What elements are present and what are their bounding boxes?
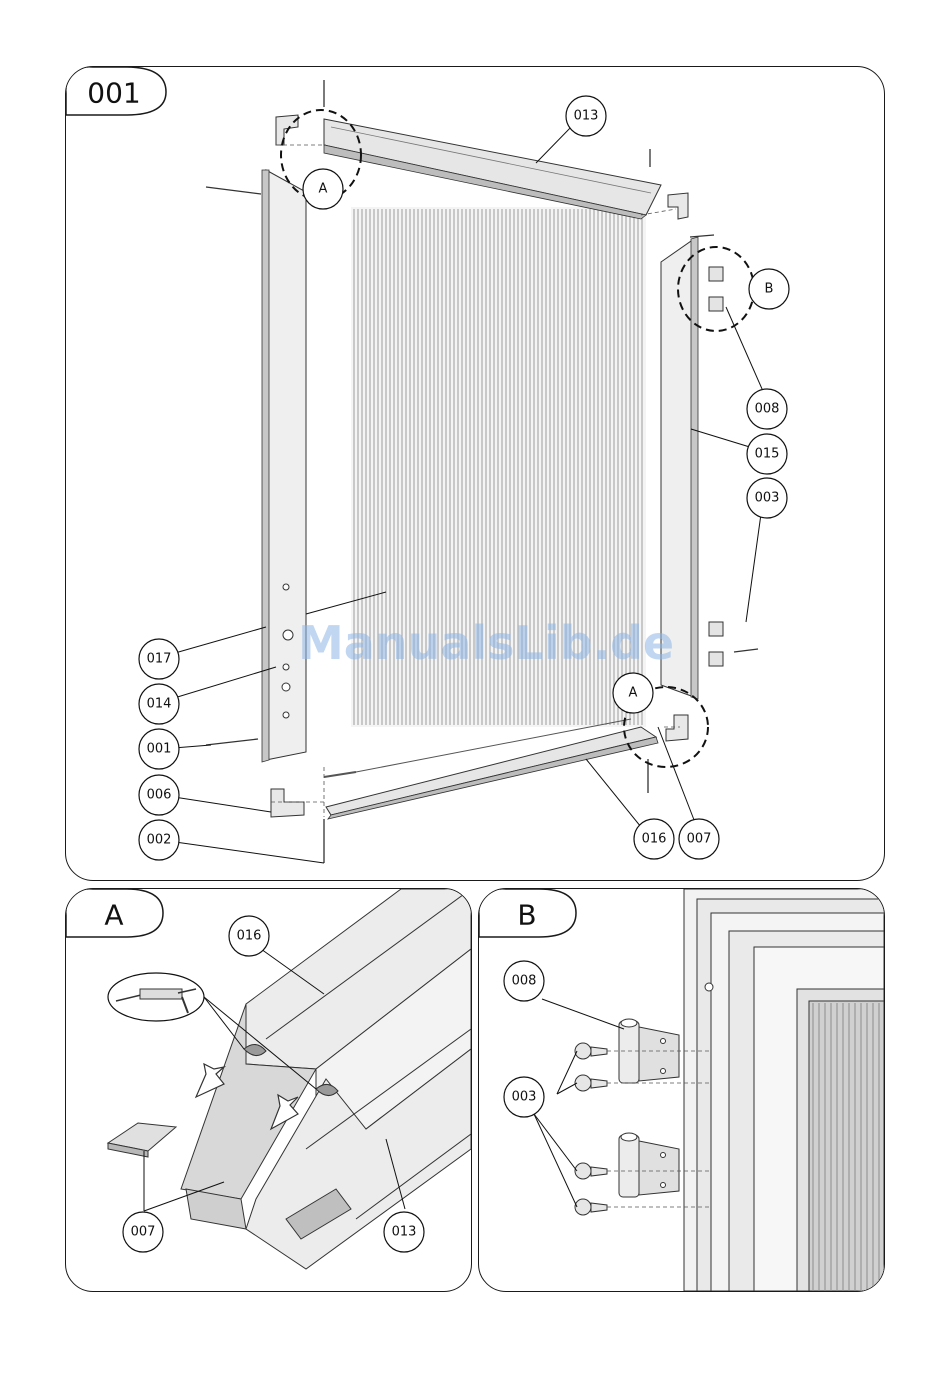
detail-b-drawing: B: [479, 889, 884, 1291]
svg-text:016: 016: [237, 929, 262, 944]
callout-014: 014: [139, 684, 179, 724]
detail-b-panel: B: [478, 888, 885, 1292]
svg-text:A: A: [319, 182, 328, 197]
callout-013: 013: [566, 96, 606, 136]
panel-title-a: A: [104, 899, 123, 932]
callout-a-bottom: A: [613, 673, 653, 713]
callout-017: 017: [139, 639, 179, 679]
profile-extrusions: [181, 889, 471, 1269]
svg-text:017: 017: [147, 652, 172, 667]
bottom-profile-016: [324, 719, 658, 819]
svg-text:013: 013: [574, 109, 599, 124]
callout-006: 006: [139, 775, 179, 815]
callout-a-top: A: [303, 169, 343, 209]
callout-016: 016: [634, 819, 674, 859]
svg-text:015: 015: [755, 447, 780, 462]
panel-title-b: B: [517, 899, 536, 932]
svg-text:016: 016: [642, 832, 667, 847]
svg-text:A: A: [629, 686, 638, 701]
top-profile-013: [324, 119, 661, 219]
main-assembly-drawing: 001: [66, 67, 884, 880]
callout-007: 007: [679, 819, 719, 859]
svg-text:007: 007: [687, 832, 712, 847]
frame-corner: [684, 889, 884, 1291]
watermark: ManualsLib.de: [298, 616, 674, 670]
svg-text:001: 001: [147, 742, 172, 757]
corner-plate-007: [108, 1123, 176, 1157]
screws-003: [575, 1043, 607, 1215]
detail-a-drawing: A: [66, 889, 471, 1291]
svg-text:008: 008: [755, 402, 780, 417]
a-callout-007: 007: [123, 1212, 163, 1252]
svg-text:002: 002: [147, 833, 172, 848]
a-callout-013: 013: [384, 1212, 424, 1252]
left-profile-014: [262, 170, 306, 762]
hinges-008: [709, 267, 723, 666]
a-callout-016: 016: [229, 916, 269, 956]
panel-title-001: 001: [87, 77, 140, 110]
callout-015: 015: [747, 434, 787, 474]
b-callout-003: 003: [504, 1077, 544, 1117]
svg-text:007: 007: [131, 1225, 156, 1240]
b-callout-008: 008: [504, 961, 544, 1001]
svg-text:B: B: [765, 282, 774, 297]
svg-text:013: 013: [392, 1225, 417, 1240]
callout-003: 003: [747, 478, 787, 518]
svg-text:003: 003: [755, 491, 780, 506]
svg-text:008: 008: [512, 974, 537, 989]
main-assembly-panel: 001: [65, 66, 885, 881]
callout-b-main: B: [749, 269, 789, 309]
callout-008: 008: [747, 389, 787, 429]
hinge-008-bottom: [619, 1133, 679, 1197]
callout-001: 001: [139, 729, 179, 769]
detail-a-panel: A: [65, 888, 472, 1292]
svg-text:003: 003: [512, 1090, 537, 1105]
callout-002: 002: [139, 820, 179, 860]
svg-text:006: 006: [147, 788, 172, 803]
svg-text:014: 014: [147, 697, 172, 712]
